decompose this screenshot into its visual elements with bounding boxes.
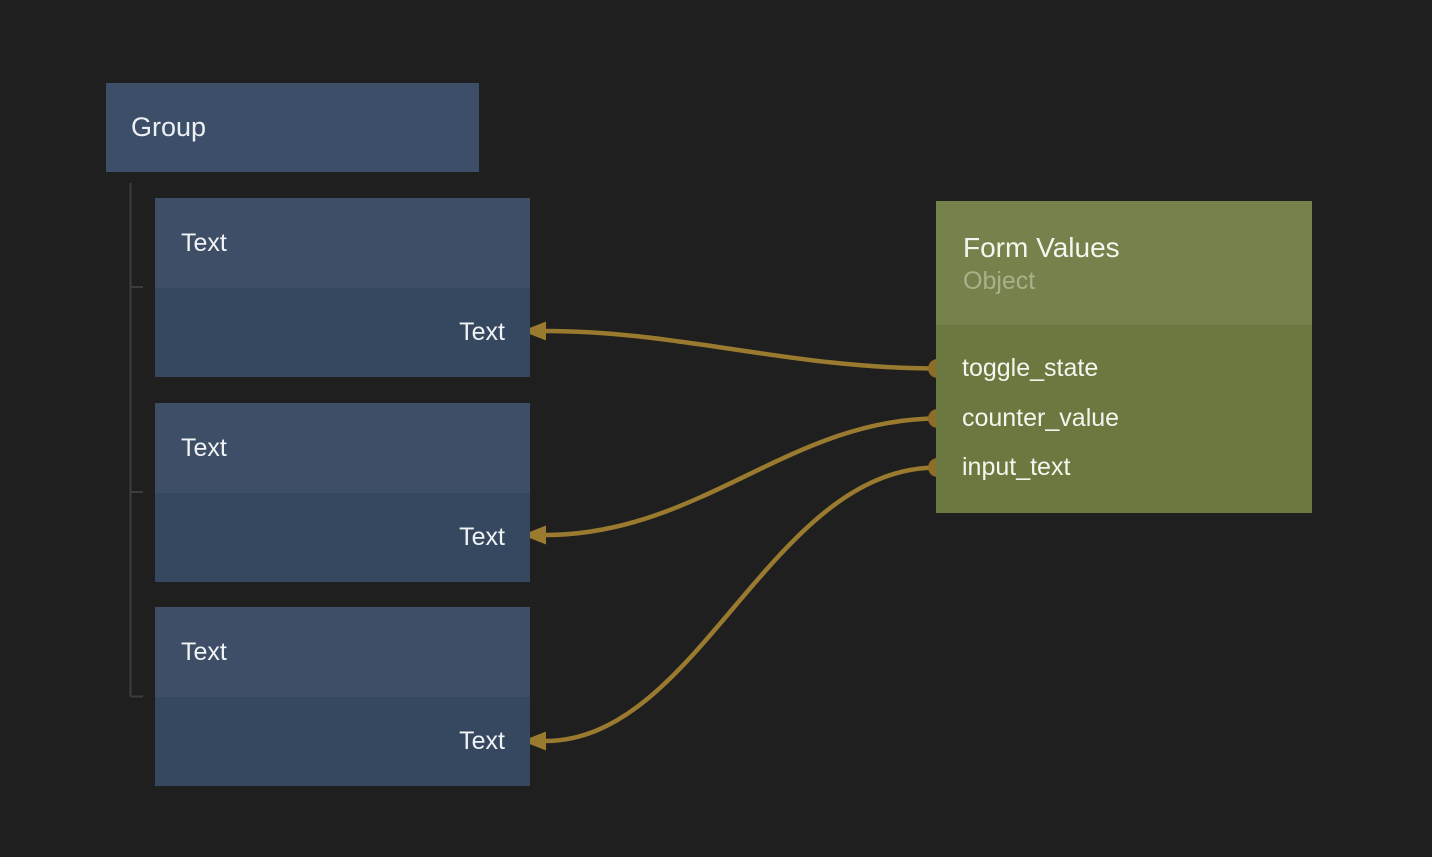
- text-node-1[interactable]: Text Text: [155, 198, 530, 377]
- output-label-counter-value: counter_value: [962, 403, 1120, 432]
- form-values-node-title: Form Values: [963, 232, 1120, 263]
- text-node-3-header[interactable]: Text: [155, 607, 530, 697]
- group-children-tree-line: [129, 183, 143, 698]
- text-node-3-input-label: Text: [459, 727, 505, 755]
- output-row-counter-value[interactable]: counter_value: [936, 393, 1312, 443]
- form-values-node-subtitle: Object: [963, 267, 1036, 295]
- text-node-1-header[interactable]: Text: [155, 198, 530, 288]
- form-values-node[interactable]: Form Values Object toggle_state counter_…: [936, 201, 1312, 513]
- text-node-2-input-label: Text: [459, 523, 505, 551]
- text-node-3[interactable]: Text Text: [155, 607, 530, 786]
- group-node[interactable]: Group: [106, 83, 479, 172]
- output-label-toggle-state: toggle_state: [962, 353, 1099, 382]
- output-label-input-text: input_text: [962, 452, 1071, 481]
- text-node-2[interactable]: Text Text: [155, 403, 530, 582]
- wire-counter-value-arrowhead-icon: [522, 525, 546, 545]
- group-node-title: Group: [131, 112, 207, 142]
- wire-toggle-state-to-text-1[interactable]: [544, 328, 938, 371]
- text-node-1-title: Text: [181, 228, 227, 257]
- text-node-1-input-label: Text: [459, 318, 505, 346]
- text-node-3-title: Text: [181, 637, 227, 666]
- form-values-node-header[interactable]: Form Values Object: [936, 201, 1312, 325]
- wire-counter-value-to-text-2[interactable]: [544, 416, 938, 538]
- wire-input-text-to-text-3[interactable]: [544, 465, 938, 744]
- wire-input-text-arrowhead-icon: [522, 731, 546, 751]
- output-row-toggle-state[interactable]: toggle_state: [936, 343, 1312, 393]
- form-values-node-body[interactable]: toggle_state counter_value input_text: [936, 325, 1312, 513]
- text-node-3-body[interactable]: Text: [155, 697, 530, 786]
- text-node-1-body[interactable]: Text: [155, 288, 530, 377]
- output-row-input-text[interactable]: input_text: [936, 442, 1312, 492]
- wire-toggle-state-arrowhead-icon: [522, 321, 546, 341]
- text-node-2-body[interactable]: Text: [155, 493, 530, 582]
- text-node-2-header[interactable]: Text: [155, 403, 530, 493]
- text-node-2-title: Text: [181, 433, 227, 462]
